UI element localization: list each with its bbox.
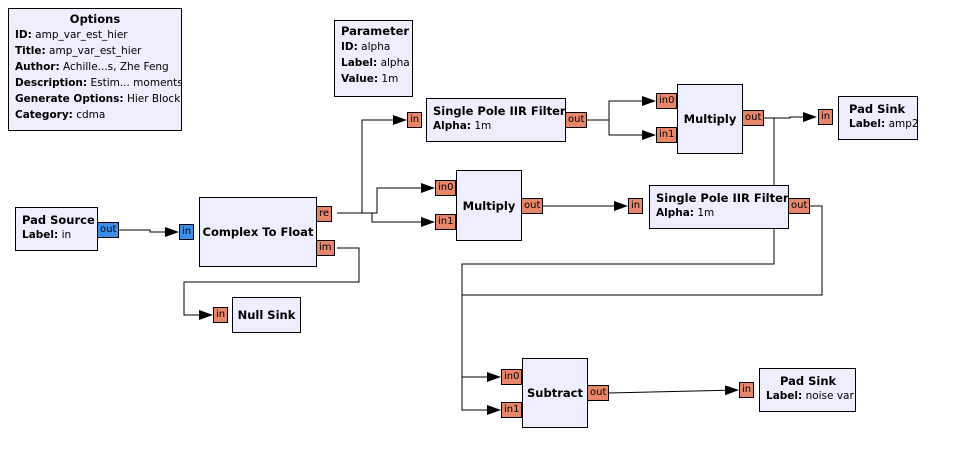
complex-to-float-block[interactable]: Complex To Float (199, 197, 317, 267)
pad-sink-noise-var-title: Pad Sink (780, 374, 837, 388)
iir-filter-2-out-port[interactable]: out (788, 198, 811, 214)
pad-source-block[interactable]: Pad Source Label: in (15, 207, 98, 251)
subtract-in0-port[interactable]: in0 (501, 369, 523, 385)
iir-filter-1-in-port[interactable]: in (407, 112, 423, 128)
multiply-2-in0-port[interactable]: in0 (656, 93, 678, 109)
wire-iir2-to-subtract-in1 (461, 205, 823, 415)
complex-to-float-title: Complex To Float (202, 225, 314, 239)
pad-sink-amp2-title: Pad Sink (849, 102, 906, 116)
parameter-row-label: Label: alpha (341, 57, 410, 69)
iir-filter-2-title: Single Pole IIR Filter (656, 191, 789, 205)
wire-mult2-to-subtract-in0 (461, 117, 775, 382)
subtract-title: Subtract (527, 386, 583, 400)
options-block[interactable]: Options ID: amp_var_est_hier Title: amp_… (8, 8, 183, 131)
pad-sink-amp2-block[interactable]: Pad Sink Label: amp2 (838, 96, 919, 140)
options-row-generate-options: Generate Options: Hier Block (15, 93, 181, 105)
options-row-description: Description: Estim... moments (15, 77, 183, 89)
pad-source-out-port[interactable]: out (97, 222, 120, 238)
multiply-2-in1-port[interactable]: in1 (656, 127, 678, 143)
complex-to-float-im-port[interactable]: im (316, 240, 335, 256)
iir-filter-2-block[interactable]: Single Pole IIR Filter Alpha: 1m (649, 185, 789, 229)
pad-sink-noise-var-label: Label: noise var (766, 390, 854, 402)
multiply-1-out-port[interactable]: out (521, 198, 544, 214)
options-title: Options (69, 12, 121, 26)
multiply-2-block[interactable]: Multiply (677, 84, 743, 154)
subtract-block[interactable]: Subtract (522, 358, 588, 428)
wire-re-to-mult1-in1 (337, 212, 435, 227)
iir-filter-2-in-port[interactable]: in (628, 198, 644, 214)
subtract-out-port[interactable]: out (587, 385, 610, 401)
options-row-category: Category: cdma (15, 109, 106, 121)
iir-filter-1-alpha: Alpha: 1m (433, 120, 492, 132)
parameter-row-value: Value: 1m (341, 73, 399, 85)
pad-source-label: Label: in (22, 229, 72, 241)
wire-im-to-null-sink (183, 247, 360, 320)
multiply-1-in0-port[interactable]: in0 (435, 180, 457, 196)
pad-sink-amp2-in-port[interactable]: in (818, 109, 834, 125)
null-sink-in-port[interactable]: in (213, 307, 229, 323)
complex-to-float-re-port[interactable]: re (316, 206, 333, 222)
iir-filter-2-alpha: Alpha: 1m (656, 207, 715, 219)
iir-filter-1-block[interactable]: Single Pole IIR Filter Alpha: 1m (426, 98, 566, 142)
options-row-id: ID: amp_var_est_hier (15, 29, 128, 41)
wire-iir1-to-mult2-in1 (586, 119, 656, 140)
pad-sink-amp2-label: Label: amp2 (849, 118, 919, 130)
wire-source-to-c2f (117, 227, 179, 237)
wire-subtract-to-sink-noise (607, 385, 739, 396)
wire-re-to-mult1-in0 (337, 183, 435, 214)
parameter-block[interactable]: Parameter ID: alpha Label: alpha Value: … (334, 20, 413, 97)
pad-sink-noise-var-in-port[interactable]: in (739, 382, 755, 398)
subtract-in1-port[interactable]: in1 (501, 402, 523, 418)
null-sink-block[interactable]: Null Sink (232, 297, 301, 333)
iir-filter-1-title: Single Pole IIR Filter (433, 104, 566, 118)
parameter-title: Parameter (341, 24, 410, 38)
complex-to-float-in-port[interactable]: in (179, 224, 195, 240)
multiply-1-title: Multiply (462, 198, 516, 213)
wire-mult2-to-sink-amp2 (762, 112, 817, 122)
iir-filter-1-out-port[interactable]: out (565, 112, 588, 128)
multiply-2-out-port[interactable]: out (742, 110, 765, 126)
wire-iir1-to-mult2-in0 (586, 96, 656, 121)
multiply-1-block[interactable]: Multiply (456, 170, 522, 241)
wire-re-to-iir1 (337, 115, 407, 214)
options-row-title: Title: amp_var_est_hier (15, 45, 142, 57)
pad-source-title: Pad Source (22, 213, 95, 227)
parameter-row-id: ID: alpha (341, 41, 391, 53)
null-sink-title: Null Sink (237, 308, 296, 322)
multiply-1-in1-port[interactable]: in1 (435, 214, 457, 230)
options-row-author: Author: Achille...s, Zhe Feng (15, 61, 169, 73)
pad-sink-noise-var-block[interactable]: Pad Sink Label: noise var (759, 368, 856, 412)
multiply-2-title: Multiply (683, 112, 737, 126)
